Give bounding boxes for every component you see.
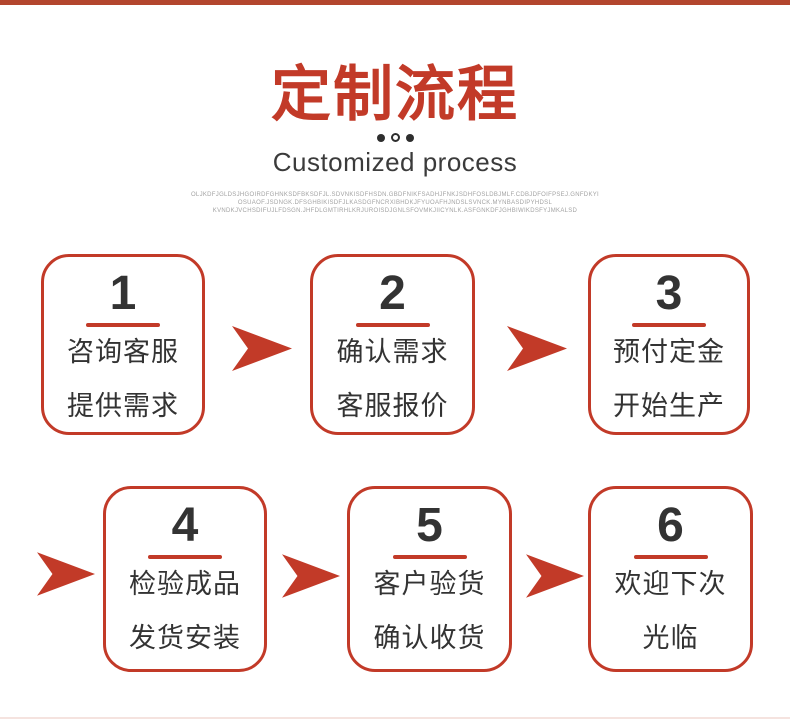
arrow-right-icon bbox=[232, 326, 292, 371]
step-text-line1: 客户验货 bbox=[373, 569, 486, 599]
arrow-right-icon bbox=[282, 554, 340, 598]
step-underline bbox=[148, 555, 222, 559]
step-number: 1 bbox=[109, 267, 137, 320]
step-text-line1: 欢迎下次 bbox=[614, 569, 727, 599]
step-card-5: 5 客户验货 确认收货 bbox=[347, 486, 512, 672]
fine-print-line: KVNDKJVCHSDIFUJLFDSGN.JHFDLGMTIRHLKRJURO… bbox=[212, 208, 578, 214]
fine-print-line: OLJKDFJGLDSJHGOIRDFGHNKSDFBKSDFJL.SDVNKI… bbox=[190, 192, 600, 198]
title-divider-dots bbox=[0, 133, 790, 142]
fine-print-line: OSUAOF.JSDNGK.DFSGHBIKISDFJLKASDGFNCRXIB… bbox=[237, 200, 553, 206]
step-underline bbox=[86, 323, 160, 327]
step-card-1: 1 咨询客服 提供需求 bbox=[41, 254, 205, 435]
arrow-right-icon bbox=[526, 554, 584, 598]
step-underline bbox=[392, 555, 467, 559]
step-number: 5 bbox=[416, 499, 443, 552]
dot-filled-icon bbox=[405, 133, 414, 142]
top-accent-bar bbox=[0, 0, 790, 5]
step-underline bbox=[355, 323, 430, 327]
step-text-line1: 咨询客服 bbox=[67, 337, 179, 367]
step-underline bbox=[633, 555, 708, 559]
step-text-line2: 提供需求 bbox=[67, 391, 179, 421]
step-text-line2: 确认收货 bbox=[373, 623, 486, 653]
step-underline bbox=[632, 323, 706, 327]
step-card-3: 3 预付定金 开始生产 bbox=[588, 254, 750, 435]
dot-filled-icon bbox=[376, 133, 385, 142]
dot-hollow-icon bbox=[390, 133, 400, 142]
step-card-2: 2 确认需求 客服报价 bbox=[310, 254, 475, 435]
step-text-line1: 检验成品 bbox=[129, 569, 241, 599]
step-text-line2: 开始生产 bbox=[613, 391, 725, 421]
bottom-divider bbox=[0, 717, 790, 719]
step-text-line1: 预付定金 bbox=[613, 337, 725, 367]
step-number: 6 bbox=[657, 499, 684, 552]
step-card-6: 6 欢迎下次 光临 bbox=[588, 486, 753, 672]
step-text-line1: 确认需求 bbox=[336, 337, 449, 367]
page-subtitle: Customized process bbox=[272, 147, 518, 177]
step-number: 3 bbox=[655, 267, 683, 320]
step-text-line2: 客服报价 bbox=[336, 391, 449, 421]
step-text-line2: 光临 bbox=[642, 623, 699, 653]
step-number: 4 bbox=[171, 499, 199, 552]
arrow-right-icon bbox=[507, 326, 567, 371]
arrow-right-icon bbox=[37, 552, 95, 596]
page-title: 定制流程 bbox=[271, 61, 519, 128]
step-card-4: 4 检验成品 发货安装 bbox=[103, 486, 267, 672]
step-text-line2: 发货安装 bbox=[129, 623, 241, 653]
step-number: 2 bbox=[379, 267, 406, 320]
decorative-fine-print: OLJKDFJGLDSJHGOIRDFGHNKSDFBKSDFJL.SDVNKI… bbox=[0, 191, 790, 215]
